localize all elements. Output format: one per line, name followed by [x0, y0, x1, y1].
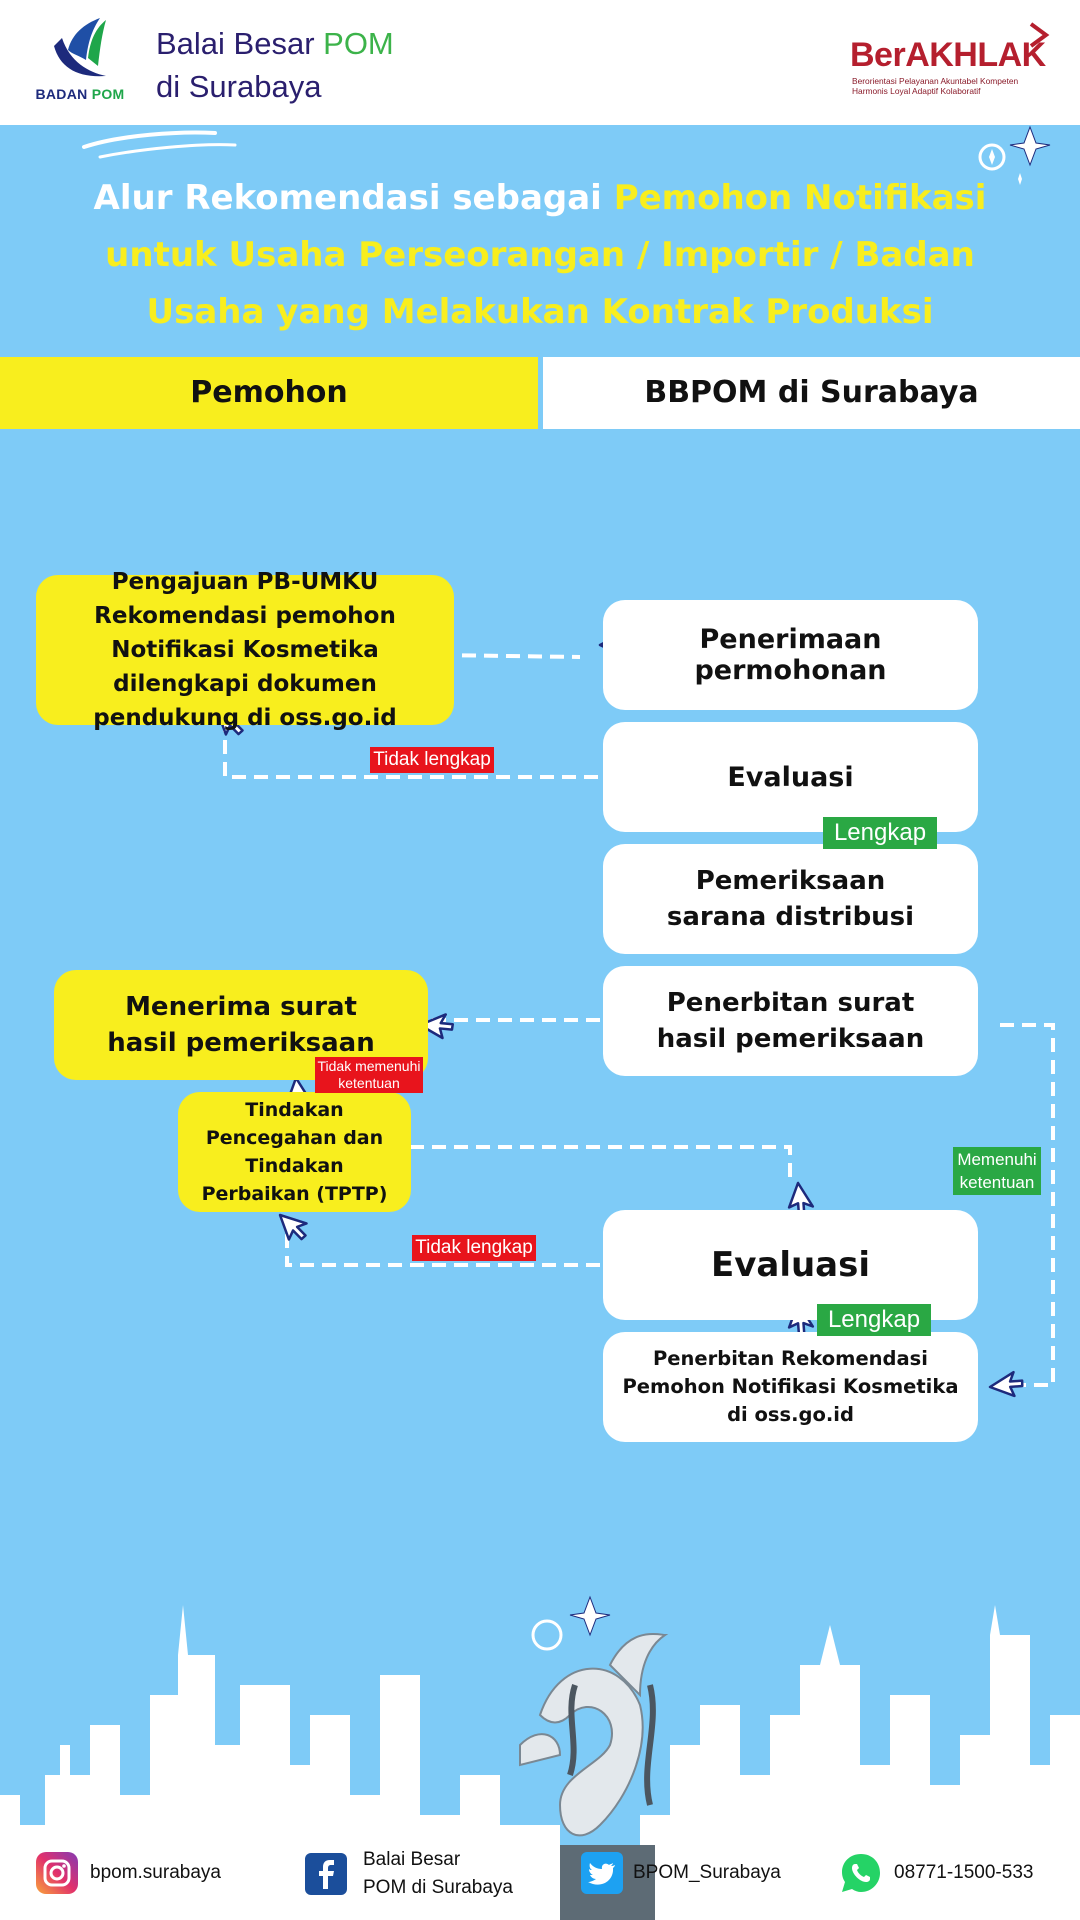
whatsapp-icon — [842, 1854, 880, 1892]
berakhlak-logo: BerAKHLAK Berorientasi Pelayanan Akuntab… — [850, 22, 1050, 102]
facebook-name: Balai Besar POM di Surabaya — [363, 1849, 513, 1898]
step-menerima: Menerima surat hasil pemeriksaan — [54, 970, 428, 1080]
arrow-back-tptp-icon — [278, 1206, 313, 1245]
flow-connectors — [215, 623, 1055, 1399]
decoration — [82, 125, 1051, 185]
instagram-icon — [36, 1852, 78, 1894]
whatsapp-number: 08771-1500-533 — [894, 1862, 1034, 1883]
label-lengkap-1: Lengkap — [823, 817, 937, 849]
org-name-part2: POM — [323, 26, 394, 61]
berakhlak-word: BerAKHLAK — [850, 36, 1046, 74]
step-pemeriksaan: Pemeriksaan sarana distribusi — [603, 844, 978, 954]
org-name-part1: Balai Besar — [156, 26, 324, 61]
org-name: Balai Besar POM di Surabaya — [156, 22, 394, 108]
step-penerbitan-surat: Penerbitan surat hasil pemeriksaan — [603, 966, 978, 1076]
step-evaluasi-1: Evaluasi — [603, 722, 978, 832]
step-pengajuan: Pengajuan PB-UMKU Rekomendasi pemohon No… — [36, 569, 454, 731]
arrow-to-penerbitan-rekomendasi-icon — [988, 1365, 1027, 1399]
twitter-icon — [581, 1852, 623, 1894]
facebook-icon — [305, 1853, 347, 1895]
facebook-contact[interactable]: Balai Besar POM di Surabaya — [305, 1846, 513, 1902]
label-lengkap-2: Lengkap — [817, 1304, 931, 1336]
twitter-contact[interactable]: BPOM_Surabaya — [581, 1852, 781, 1894]
badan-pom-logo: BADAN POM — [30, 16, 130, 106]
logo-caption: BADAN POM — [35, 86, 125, 102]
lane-header-bbpom: BBPOM di Surabaya — [543, 357, 1080, 429]
step-penerimaan: Penerimaan permohonan — [603, 600, 978, 710]
label-tidak-lengkap-1: Tidak lengkap — [370, 747, 494, 773]
chevron-logo-icon — [1029, 22, 1050, 48]
city-skyline-illustration — [0, 1595, 1080, 1920]
berakhlak-tagline: Berorientasi Pelayanan Akuntabel Kompete… — [852, 76, 1019, 96]
diagram-area: Alur Rekomendasi sebagai Pemohon Notifik… — [0, 125, 1080, 1920]
step-tptp: Tindakan Pencegahan dan Tindakan Perbaik… — [178, 1092, 411, 1212]
badan-pom-logo-mark — [54, 18, 106, 77]
instagram-contact[interactable]: bpom.surabaya — [36, 1852, 221, 1894]
sparkle-icon — [978, 125, 1051, 185]
org-name-line2: di Surabaya — [156, 69, 322, 104]
lane-header-pemohon: Pemohon — [0, 357, 538, 429]
whatsapp-contact[interactable]: 08771-1500-533 — [840, 1852, 1033, 1894]
step-penerbitan-rekomendasi: Penerbitan Rekomendasi Pemohon Notifikas… — [603, 1332, 978, 1442]
instagram-handle: bpom.surabaya — [90, 1862, 221, 1883]
step-evaluasi-2: Evaluasi — [603, 1210, 978, 1320]
footer: bpom.surabaya Balai Besar POM di Surabay… — [0, 1840, 1080, 1920]
label-memenuhi: Memenuhi ketentuan — [953, 1147, 1041, 1195]
header: BADAN POM Balai Besar POM di Surabaya Be… — [0, 0, 1080, 125]
page-title: Alur Rekomendasi sebagai Pemohon Notifik… — [93, 178, 987, 332]
label-tidak-lengkap-2: Tidak lengkap — [412, 1235, 536, 1261]
label-tidak-memenuhi: Tidak memenuhi ketentuan — [315, 1057, 423, 1093]
twitter-handle: BPOM_Surabaya — [633, 1862, 781, 1883]
